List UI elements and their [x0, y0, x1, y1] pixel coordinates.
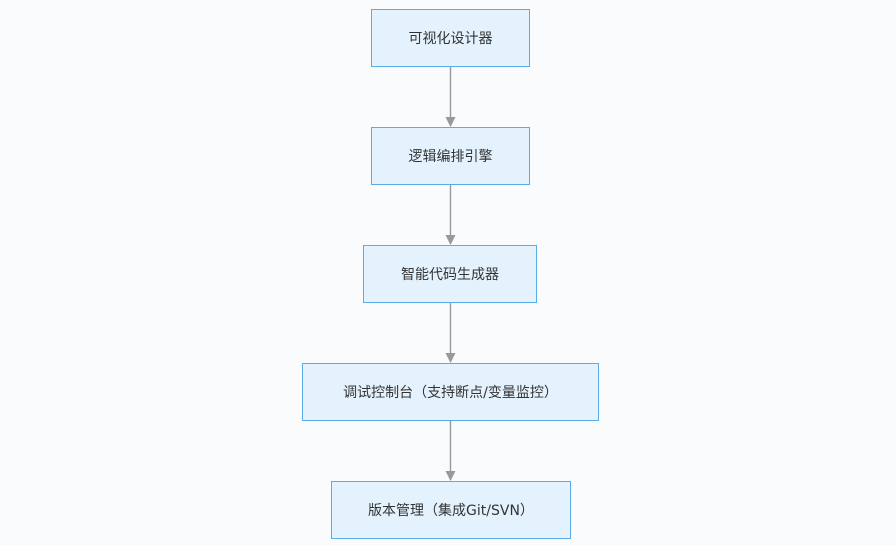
node-label: 可视化设计器 — [408, 31, 493, 47]
node-version-control: 版本管理（集成Git/SVN） — [331, 481, 571, 539]
node-smart-code-generator: 智能代码生成器 — [363, 245, 537, 303]
node-visual-designer: 可视化设计器 — [371, 9, 530, 67]
node-label: 版本管理（集成Git/SVN） — [368, 503, 534, 519]
node-label: 逻辑编排引擎 — [408, 149, 493, 165]
node-debug-console: 调试控制台（支持断点/变量监控） — [302, 363, 599, 421]
node-logic-orchestration-engine: 逻辑编排引擎 — [371, 127, 530, 185]
node-label: 调试控制台（支持断点/变量监控） — [343, 385, 558, 401]
node-label: 智能代码生成器 — [401, 267, 499, 283]
